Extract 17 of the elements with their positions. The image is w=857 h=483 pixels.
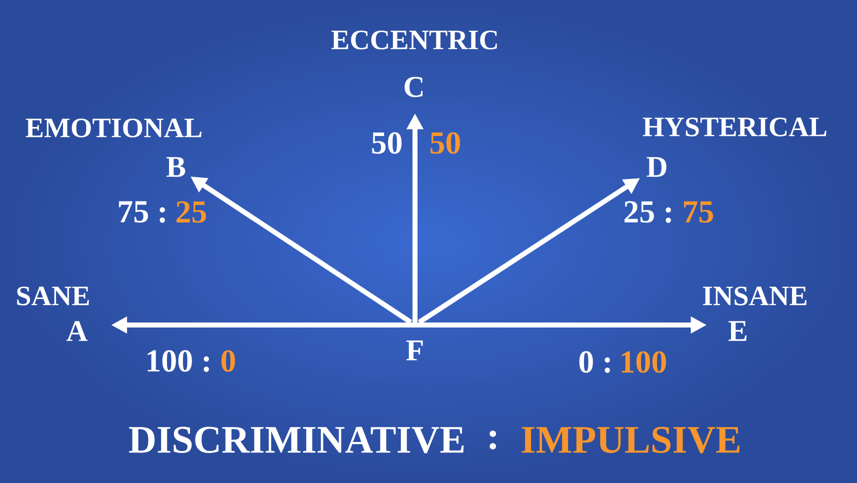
category-label: EMOTIONAL [26,118,202,138]
ratio-label: 75 : 25 [118,201,206,223]
point-letter: B [166,157,186,177]
ratio-label: 100 : 0 [148,350,235,372]
point-letter: E [728,321,746,341]
point-letter: D [646,157,666,177]
category-label: ECCENTRIC [331,30,497,50]
category-label: SANE [17,286,89,306]
category-label: INSANE [703,286,806,306]
point-letter: A [66,321,88,341]
ratio-label: 50 50 [372,132,460,154]
scale-caption: DISCRIMINATIVE : IMPULSIVE [129,426,740,454]
category-label: HYSTERICAL [642,118,826,136]
point-letter: C [404,76,423,98]
ratio-label: 0 : 100 [579,351,666,373]
ratio-label: 25 : 75 [624,201,714,223]
point-letter: F [406,340,423,360]
